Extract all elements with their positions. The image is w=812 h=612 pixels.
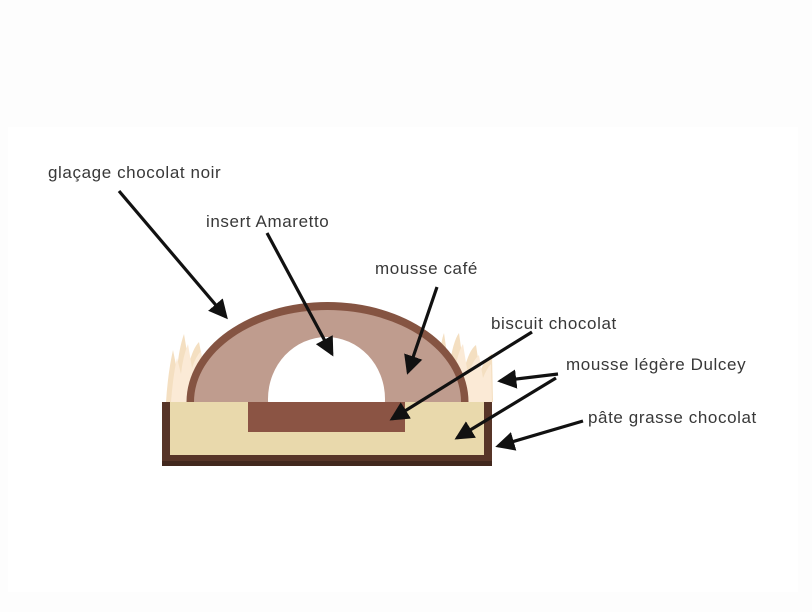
label-glacage-chocolat-noir: glaçage chocolat noir: [48, 163, 222, 182]
label-insert-amaretto: insert Amaretto: [206, 212, 330, 231]
arrow-dulcey-flame: [497, 369, 559, 389]
arrow-dulcey-base: [454, 376, 557, 440]
arrow-biscuit: [389, 330, 533, 421]
biscuit-chocolat-layer: [248, 402, 405, 432]
label-mousse-cafe: mousse café: [375, 259, 478, 278]
label-pate-grasse-chocolat: pâte grasse chocolat: [588, 408, 757, 427]
arrow-pate-grasse: [495, 419, 584, 451]
label-biscuit-chocolat: biscuit chocolat: [491, 314, 617, 333]
arrow-insert: [265, 232, 334, 357]
arrow-glacage: [117, 189, 228, 320]
base-shell-shadow: [162, 461, 492, 466]
amaretto-insert: [268, 337, 385, 402]
label-mousse-legere-dulcey: mousse légère Dulcey: [566, 355, 747, 374]
arrow-mousse-cafe: [404, 286, 439, 375]
